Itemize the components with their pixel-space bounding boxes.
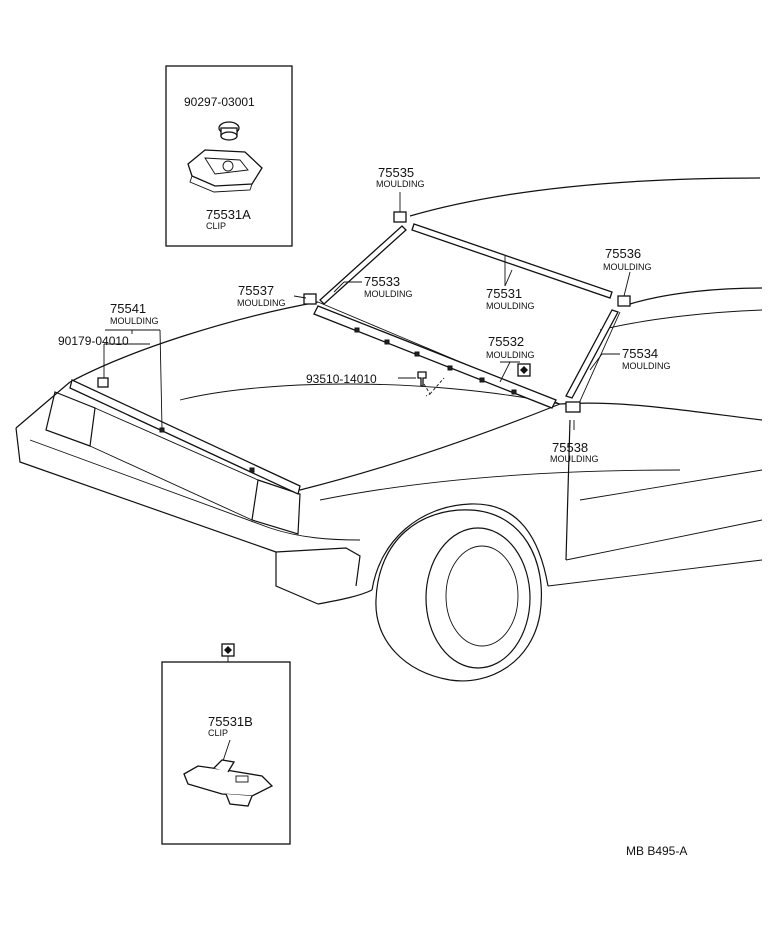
diagram-id: MB B495-A [626, 844, 687, 858]
inset-top-part-name-2: CLIP [206, 221, 226, 231]
callout-75536: 75536 MOULDING [603, 246, 652, 272]
inset-bottom-part-name: CLIP [208, 728, 228, 738]
svg-text:90179-04010: 90179-04010 [58, 334, 129, 348]
svg-text:75537: 75537 [238, 283, 274, 298]
callout-75531: 75531 MOULDING [486, 286, 535, 311]
callout-75535: 75535 MOULDING [376, 165, 425, 189]
svg-text:MOULDING: MOULDING [110, 316, 159, 326]
diamond-marker-icon [517, 363, 531, 377]
leader-lines [103, 192, 631, 430]
svg-text:75541: 75541 [110, 301, 146, 316]
callout-75538: 75538 MOULDING [550, 440, 599, 464]
svg-text:75532: 75532 [488, 334, 524, 349]
inset-top-part-number-2: 75531A [206, 207, 251, 222]
svg-text:MOULDING: MOULDING [622, 361, 671, 371]
callout-75533: 75533 MOULDING [364, 274, 413, 299]
inset-bottom-box: 75531B CLIP [161, 643, 291, 845]
callout-75537: 75537 MOULDING [237, 283, 286, 308]
svg-text:MOULDING: MOULDING [376, 179, 425, 189]
moulding-strips [69, 211, 631, 495]
svg-text:MOULDING: MOULDING [550, 454, 599, 464]
clip-a-part-icon [187, 149, 263, 193]
svg-text:75534: 75534 [622, 346, 658, 361]
svg-text:75538: 75538 [552, 440, 588, 455]
callout-75534: 75534 MOULDING [622, 346, 671, 371]
clip-b-part-icon [183, 759, 274, 807]
callout-90179-04010: 90179-04010 [58, 334, 129, 348]
svg-text:MOULDING: MOULDING [603, 262, 652, 272]
inset-top-part-number-1: 90297-03001 [184, 95, 255, 109]
svg-text:75535: 75535 [378, 165, 414, 180]
diamond-marker-icon [221, 643, 235, 657]
svg-text:93510-14010: 93510-14010 [306, 372, 377, 386]
svg-text:MOULDING: MOULDING [486, 350, 535, 360]
svg-text:75531: 75531 [486, 286, 522, 301]
front-wheel [375, 509, 542, 682]
inset-bottom-part-number: 75531B [208, 714, 253, 729]
svg-text:75536: 75536 [605, 246, 641, 261]
svg-text:75533: 75533 [364, 274, 400, 289]
inset-top-box: 90297-03001 75531A CLIP [165, 65, 293, 247]
callout-75532: 75532 MOULDING [486, 334, 535, 360]
svg-text:MOULDING: MOULDING [364, 289, 413, 299]
grommet-part-icon [218, 121, 240, 141]
callout-93510-14010: 93510-14010 [306, 372, 377, 386]
callout-75541: 75541 MOULDING [110, 301, 159, 326]
svg-text:MOULDING: MOULDING [486, 301, 535, 311]
svg-text:MOULDING: MOULDING [237, 298, 286, 308]
